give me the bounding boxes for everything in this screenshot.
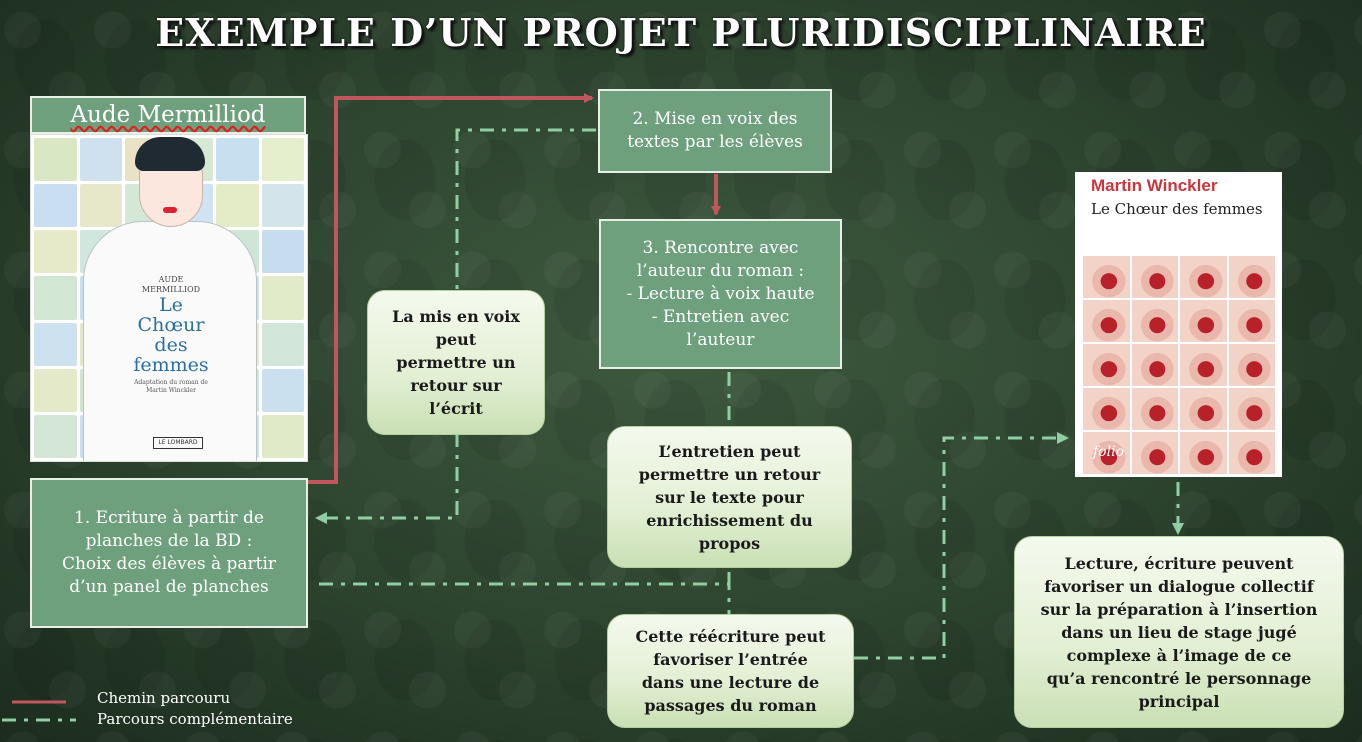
step1-box: 1. Ecriture à partir de planches de la B… — [30, 478, 308, 628]
novel-cover-image: Martin Winckler Le Chœur des femmes foli… — [1075, 172, 1282, 477]
dashed-path-to-novel — [854, 432, 1069, 660]
bd-author-label: Aude Mermilliod — [30, 96, 306, 134]
doctor-coat — [83, 221, 257, 461]
solid-path-1-2 — [308, 93, 594, 484]
bubble-reecriture: Cette réécriture peut favoriser l’entrée… — [607, 614, 854, 728]
bd-publisher: LE LOMBARD — [153, 437, 203, 449]
bd-cover-text: AUDE MERMILLIOD Le Chœur des femmes Adap… — [133, 275, 209, 394]
doctor-lips — [163, 207, 177, 213]
legend-dashed-label: Parcours complémentaire — [97, 710, 293, 728]
novel-title: Le Chœur des femmes — [1091, 200, 1263, 218]
step3-box: 3. Rencontre avec l’auteur du roman : - … — [599, 219, 842, 369]
dashed-path-2-1 — [315, 128, 596, 524]
step2-box: 2. Mise en voix des textes par les élève… — [598, 89, 832, 173]
novel-author: Martin Winckler — [1091, 176, 1218, 195]
dashed-path-to-step1 — [318, 572, 731, 586]
bubble-mise-en-voix: La mis en voix peut permettre un retour … — [367, 290, 545, 435]
legend-solid-label: Chemin parcouru — [97, 689, 231, 707]
bubble-dialogue: Lecture, écriture peuvent favoriser un d… — [1014, 536, 1344, 728]
bd-cover-image: AUDE MERMILLIOD Le Chœur des femmes Adap… — [30, 134, 308, 462]
bubble-entretien: L’entretien peut permettre un retour sur… — [607, 426, 852, 568]
page-title: EXEMPLE D’UN PROJET PLURIDISCIPLINAIRE — [155, 10, 1207, 55]
doctor-hair — [135, 137, 205, 171]
lips-grid — [1083, 256, 1275, 474]
novel-publisher: folio — [1093, 444, 1124, 460]
